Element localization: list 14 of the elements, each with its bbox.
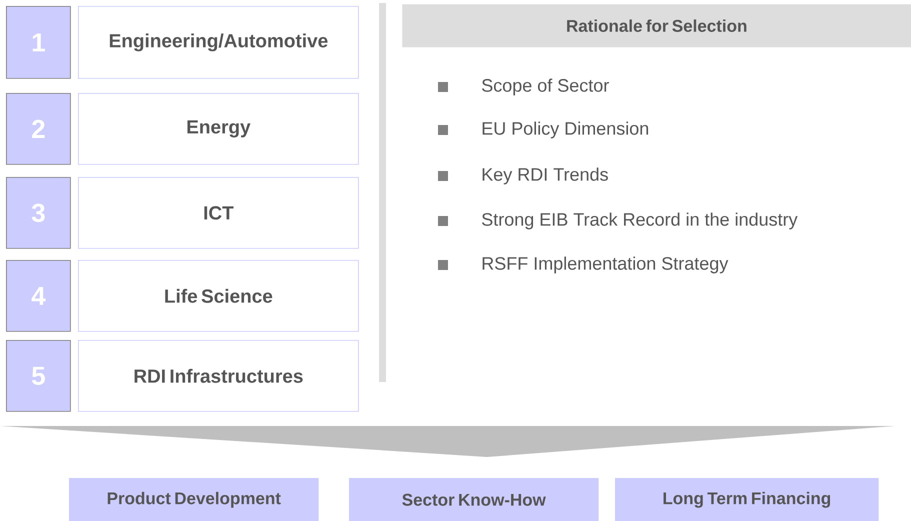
sector-box: RDI Infrastructures bbox=[78, 340, 359, 412]
sector-box: ICT bbox=[78, 177, 359, 249]
bullet-text: EU Policy Dimension bbox=[482, 122, 648, 138]
bullet-text: RSFF Implementation Strategy bbox=[482, 256, 728, 274]
outcome-box: Product Development bbox=[69, 478, 319, 521]
sector-box: Life Science bbox=[78, 260, 359, 332]
sector-box: Engineering/Automotive bbox=[78, 6, 359, 79]
sector-box: Energy bbox=[78, 93, 359, 165]
outcome-box: Sector Know-How bbox=[349, 478, 599, 521]
header-bar: Rationale for Selection bbox=[402, 4, 911, 48]
outcome-box: Long Term Financing bbox=[615, 478, 879, 521]
bullet-text: Key RDI Trends bbox=[482, 168, 608, 184]
bullet-text: Scope of Sector bbox=[482, 78, 609, 96]
bullet-text: Strong EIB Track Record in the industry bbox=[482, 212, 798, 230]
